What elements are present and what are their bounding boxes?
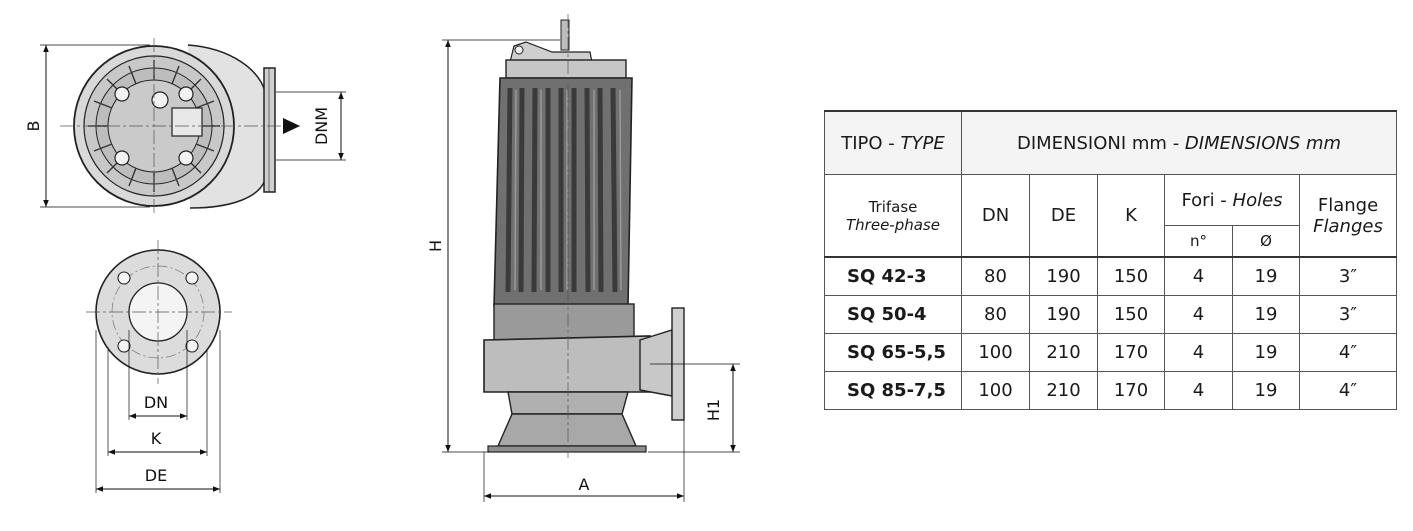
table-row: SQ 50-4 80 190 150 4 19 3″ xyxy=(824,295,1397,334)
table-row: SQ 85-7,5 100 210 170 4 19 4″ xyxy=(824,371,1397,410)
cell-holes-n: 4 xyxy=(1164,256,1233,296)
cell-holes-d: 19 xyxy=(1232,333,1300,372)
table-row: SQ 42-3 80 190 150 4 19 3″ xyxy=(824,256,1397,296)
table-row: SQ 65-5,5 100 210 170 4 19 4″ xyxy=(824,333,1397,372)
label-de: DE xyxy=(145,466,167,485)
dim-a xyxy=(483,420,685,502)
cell-model: SQ 42-3 xyxy=(824,256,962,296)
header-holes-number: n° xyxy=(1164,225,1233,258)
label-a: A xyxy=(579,475,590,494)
dim-flange xyxy=(95,330,221,493)
cell-holes-n: 4 xyxy=(1164,371,1233,410)
top-view xyxy=(60,38,300,214)
cell-model: SQ 50-4 xyxy=(824,295,962,334)
cell-dn: 80 xyxy=(961,256,1030,296)
side-view xyxy=(483,14,685,458)
cell-de: 190 xyxy=(1029,256,1098,296)
dim-h xyxy=(442,39,560,453)
header-holes: Fori - Holes xyxy=(1164,174,1300,226)
flange-view xyxy=(86,240,232,384)
cell-holes-d: 19 xyxy=(1232,256,1300,296)
cell-model: SQ 85-7,5 xyxy=(824,371,962,410)
header-dimensions: DIMENSIONI mm - DIMENSIONS mm xyxy=(961,110,1397,175)
dimensions-table: TIPO - TYPE DIMENSIONI mm - DIMENSIONS m… xyxy=(824,110,1397,410)
header-type: TIPO - TYPE xyxy=(824,110,962,175)
label-b: B xyxy=(24,121,43,132)
cell-k: 150 xyxy=(1097,295,1165,334)
cell-model: SQ 65-5,5 xyxy=(824,333,962,372)
dim-b xyxy=(40,44,150,208)
header-k: K xyxy=(1097,174,1165,258)
cell-flange: 3″ xyxy=(1299,295,1397,334)
cell-flange: 4″ xyxy=(1299,371,1397,410)
header-holes-diameter: Ø xyxy=(1232,225,1300,258)
cell-k: 170 xyxy=(1097,333,1165,372)
cell-holes-d: 19 xyxy=(1232,295,1300,334)
label-k: K xyxy=(151,429,162,448)
cell-holes-n: 4 xyxy=(1164,295,1233,334)
cell-holes-d: 19 xyxy=(1232,371,1300,410)
cell-k: 150 xyxy=(1097,256,1165,296)
cell-flange: 4″ xyxy=(1299,333,1397,372)
cell-holes-n: 4 xyxy=(1164,333,1233,372)
header-de: DE xyxy=(1029,174,1098,258)
dim-h1 xyxy=(648,363,740,453)
label-h1: H1 xyxy=(704,399,723,421)
cell-de: 210 xyxy=(1029,333,1098,372)
label-dn: DN xyxy=(144,393,168,412)
label-dnm: DNM xyxy=(312,107,331,145)
dim-dnm xyxy=(276,91,346,161)
cell-de: 190 xyxy=(1029,295,1098,334)
cell-dn: 80 xyxy=(961,295,1030,334)
cell-dn: 100 xyxy=(961,333,1030,372)
header-dn: DN xyxy=(961,174,1030,258)
cell-k: 170 xyxy=(1097,371,1165,410)
cell-de: 210 xyxy=(1029,371,1098,410)
label-h: H xyxy=(426,240,445,252)
cell-flange: 3″ xyxy=(1299,256,1397,296)
cell-dn: 100 xyxy=(961,371,1030,410)
